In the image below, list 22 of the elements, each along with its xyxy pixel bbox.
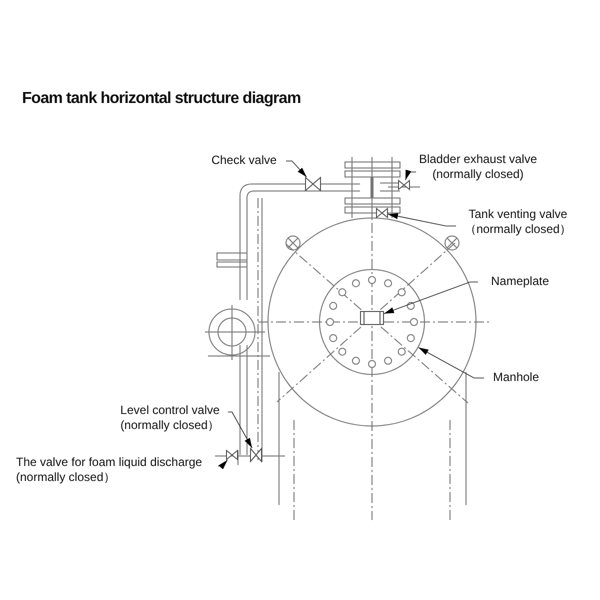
- callout-text: Nameplate: [480, 274, 560, 290]
- leader-line: [384, 282, 478, 314]
- callout-text: Tank venting valve （normally closed）: [458, 207, 578, 239]
- valve-symbol: [250, 448, 262, 462]
- valve-symbol: [226, 450, 238, 460]
- callout-text: The valve for foam liquid discharge (normally closed）: [16, 455, 216, 487]
- diagram-title: Foam tank horizontal structure diagram: [22, 90, 301, 108]
- callout-text: Level control valve (normally closed）: [114, 403, 226, 435]
- nameplate: [360, 311, 384, 325]
- callout-text: Manhole: [486, 370, 546, 386]
- leader-line: [418, 347, 484, 378]
- leader-line: [228, 412, 252, 448]
- leader-line: [218, 460, 228, 470]
- leader-line: [405, 170, 416, 180]
- valve-symbol: [398, 180, 410, 190]
- leader-line: [388, 213, 456, 226]
- valve-symbol: [376, 208, 388, 218]
- manhole-cover: [319, 269, 425, 375]
- valve-symbol: [305, 177, 321, 191]
- callout-text: Bladder exhaust valve (normally closed): [418, 152, 538, 184]
- leader-line: [286, 160, 307, 178]
- callout-text: Check valve: [204, 153, 284, 169]
